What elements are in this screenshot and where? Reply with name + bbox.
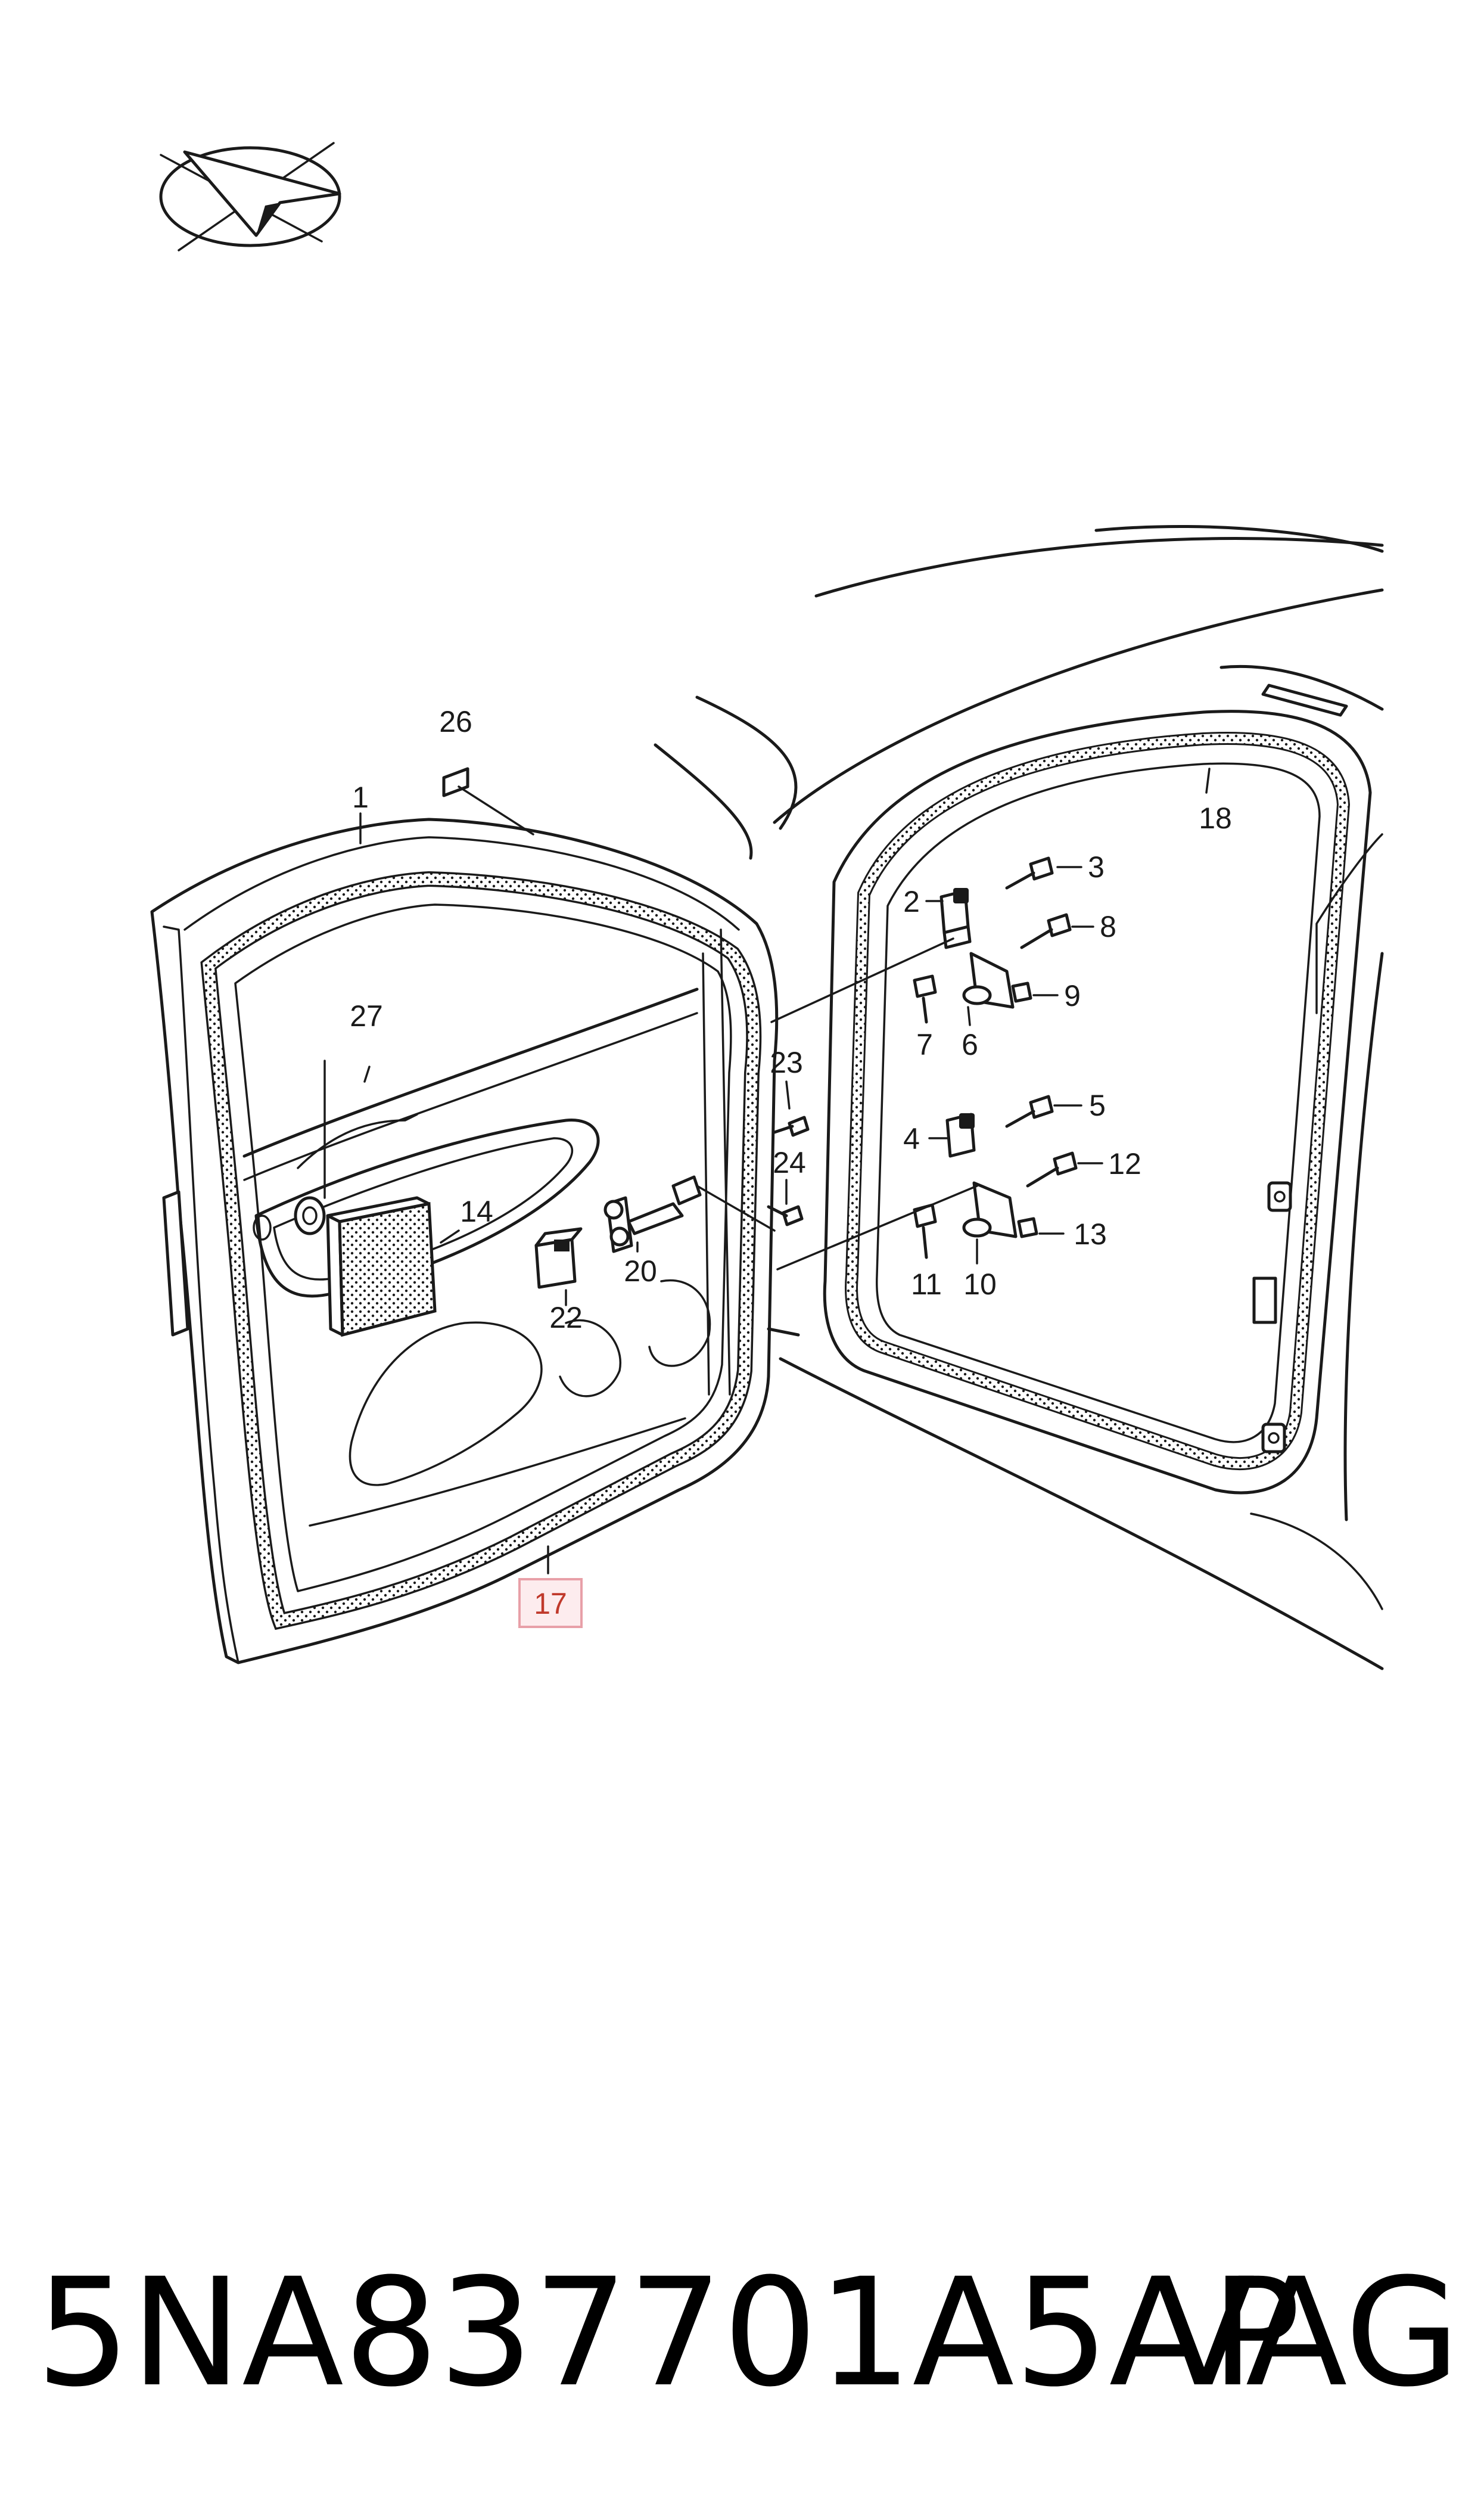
callout-13[interactable]: 13 (1074, 1217, 1107, 1251)
callout-10[interactable]: 10 (963, 1268, 997, 1301)
part-14-damper-pad (326, 1196, 437, 1337)
part-26-label (442, 767, 469, 797)
part-8-bolt (1020, 913, 1072, 949)
brand-name: VAG (1153, 2246, 1460, 2419)
callout-17[interactable]: 17 (534, 1587, 567, 1620)
part-20-door-check (603, 1175, 776, 1253)
callout-26[interactable]: 26 (439, 705, 472, 738)
callout-1[interactable]: 1 (352, 781, 369, 814)
part-22-bracket (534, 1227, 583, 1289)
callout-labels: 1 2 3 4 5 6 7 8 9 10 11 12 13 14 17 18 2… (350, 705, 1232, 1620)
callout-14[interactable]: 14 (460, 1195, 493, 1228)
leader-lines (323, 768, 1211, 1574)
part-4-lower-hinge-body (945, 1113, 976, 1158)
part-2-upper-hinge-body (939, 888, 972, 949)
part-7-bolt (913, 974, 937, 1024)
callout-9[interactable]: 9 (1064, 979, 1081, 1012)
part-11-bolt (913, 1203, 937, 1259)
callout-22[interactable]: 22 (549, 1301, 583, 1334)
callout-12[interactable]: 12 (1108, 1147, 1141, 1181)
part-12-bolt (1026, 1151, 1078, 1188)
part-3-bolt (1005, 856, 1054, 890)
part-9-pin-cap (1011, 981, 1032, 1003)
callout-5[interactable]: 5 (1089, 1089, 1106, 1122)
callout-8[interactable]: 8 (1100, 910, 1116, 943)
callout-18[interactable]: 18 (1199, 802, 1232, 835)
compass-arrow-icon (159, 142, 341, 251)
callout-24[interactable]: 24 (773, 1146, 806, 1179)
callout-23[interactable]: 23 (770, 1046, 803, 1079)
part-5-bolt (1005, 1095, 1054, 1128)
callout-11[interactable]: 11 (911, 1268, 942, 1301)
callout-3[interactable]: 3 (1088, 850, 1105, 884)
part-number: 5NA837701A5AP (36, 2246, 1301, 2419)
part-24-bolt (767, 1205, 804, 1226)
callout-4[interactable]: 4 (903, 1122, 920, 1156)
part-6-upper-hinge-door (962, 952, 1015, 1009)
part-23-bolt (773, 1116, 810, 1137)
callout-17-highlight-box[interactable] (518, 1578, 583, 1628)
door-shell (150, 818, 779, 1664)
part-13-pin-cap (1017, 1217, 1038, 1238)
callout-27[interactable]: 27 (350, 999, 383, 1033)
callout-2[interactable]: 2 (903, 885, 920, 918)
callout-6[interactable]: 6 (962, 1028, 978, 1061)
footer: 5NA837701A5AP VAG (0, 2259, 1484, 2437)
callout-7[interactable]: 7 (916, 1028, 933, 1061)
callout-20[interactable]: 20 (624, 1254, 657, 1288)
car-body-outline (654, 524, 1384, 1670)
part-10-lower-hinge-door (962, 1181, 1018, 1238)
